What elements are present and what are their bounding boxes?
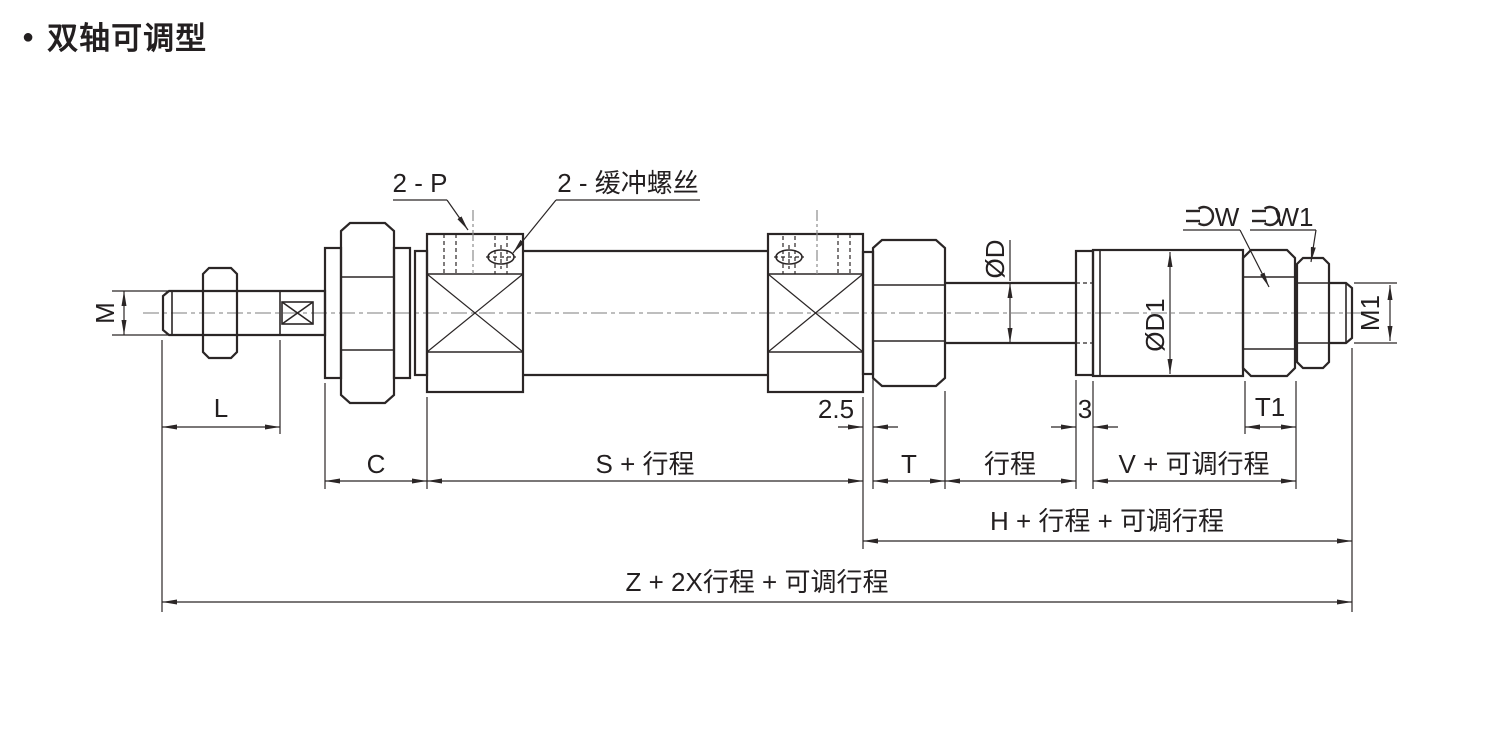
label-ring-2-5: 2.5 (818, 394, 854, 424)
label-t1: T1 (1255, 392, 1285, 422)
callout-2p: 2 - P (393, 168, 469, 231)
label-c: C (367, 449, 386, 479)
cushion-screw-front (486, 245, 516, 269)
callout-w-label: W (1215, 202, 1240, 232)
label-body-dia: ØD1 (1140, 298, 1170, 351)
label-l: L (214, 393, 228, 423)
adjuster-assembly (1074, 248, 1354, 378)
page-title-text: 双轴可调型 (47, 21, 208, 56)
front-head (425, 210, 525, 394)
m1-thread-stub (1329, 281, 1354, 345)
callout-w: W (1183, 202, 1270, 288)
wrench-icon (1186, 205, 1215, 227)
label-m: M (90, 302, 120, 324)
w1-hex-nut (1295, 256, 1331, 370)
rod-hex-nut (201, 266, 239, 360)
label-s-plus-stroke: S + 行程 (596, 449, 695, 479)
cylinder-body (425, 210, 865, 394)
label-h-total: H + 行程 + 可调行程 (990, 506, 1224, 536)
bullet-icon: ● (22, 25, 36, 48)
label-z-total: Z + 2X行程 + 可调行程 (626, 567, 889, 597)
rod-wrench-flat (281, 301, 314, 325)
dimension-labels: M L 2.5 3 T1 C S + 行程 T 行程 V + 可调行程 ØD Ø… (90, 240, 1385, 598)
page-title: ● 双轴可调型 (22, 13, 207, 58)
label-t: T (901, 449, 917, 479)
front-piston-rod (161, 266, 327, 360)
label-m1: M1 (1355, 295, 1385, 331)
label-stroke: 行程 (984, 449, 1036, 479)
callout-w1-label: W1 (1275, 202, 1314, 232)
label-v-plus-adj: V + 可调行程 (1119, 449, 1270, 479)
cushion-screw-rear (774, 245, 804, 269)
wrench-icon (1252, 205, 1281, 227)
label-rod-dia: ØD (980, 240, 1010, 279)
cylinder-tube (523, 249, 768, 377)
callout-cushion-label: 2 - 缓冲螺丝 (557, 168, 699, 198)
label-step-3: 3 (1078, 394, 1092, 424)
callout-2p-label: 2 - P (393, 168, 448, 198)
rear-head (766, 210, 865, 394)
extension-lines (112, 240, 1397, 612)
w-hex-nut (1241, 248, 1297, 378)
callout-w1: W1 (1250, 202, 1317, 263)
dimension-lines (121, 252, 1393, 605)
callout-cushion-screws: 2 - 缓冲螺丝 (512, 168, 700, 254)
